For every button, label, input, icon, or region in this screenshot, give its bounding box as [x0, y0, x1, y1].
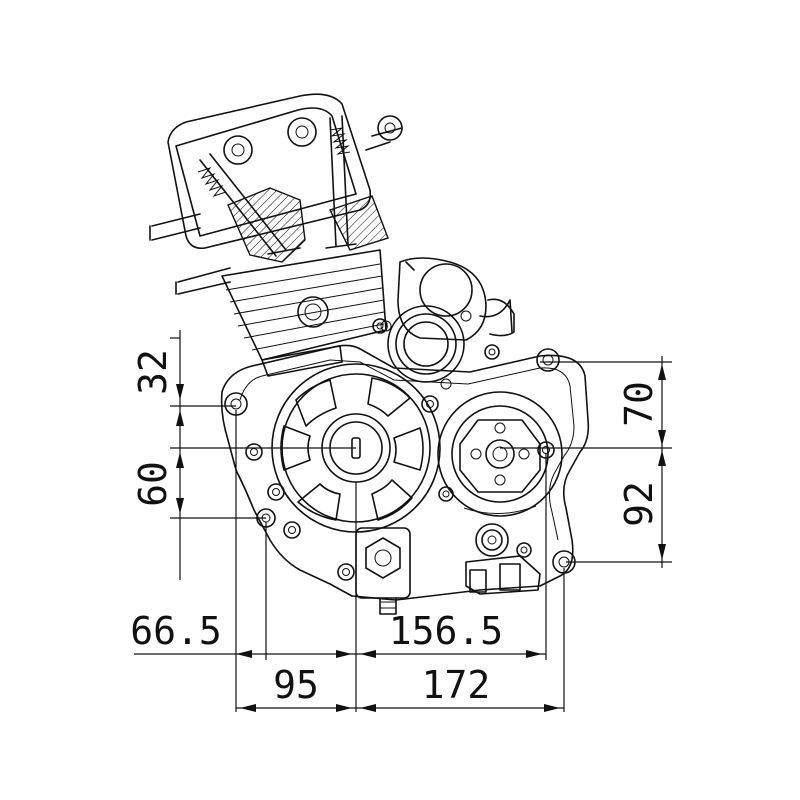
head-lug-top — [377, 115, 403, 141]
dim-label-66-5: 66.5 — [130, 609, 222, 653]
dim-label-92: 92 — [617, 481, 661, 527]
starter-motor — [380, 257, 515, 390]
cam-lobe-right — [287, 117, 317, 147]
cylinder-head — [149, 93, 403, 295]
dim-label-60: 60 — [131, 461, 175, 507]
drain-plug — [355, 527, 411, 615]
dim-label-70: 70 — [617, 381, 661, 427]
clutch-hub — [459, 419, 541, 493]
dimension-lines — [134, 330, 672, 712]
dim-label-156-5: 156.5 — [389, 609, 503, 653]
output-bearing — [465, 523, 541, 595]
crankcase — [220, 318, 590, 601]
valve-right — [329, 115, 349, 247]
dim-label-172: 172 — [422, 663, 491, 707]
dim-label-95: 95 — [273, 663, 319, 707]
cam-lobe-left — [223, 135, 253, 165]
dimension-labels: 32 60 70 92 66.5 156.5 95 172 — [130, 349, 661, 707]
spark-plug-boss — [297, 296, 329, 328]
arrow-60-top — [176, 410, 184, 426]
head-section-hatch-right — [329, 195, 389, 251]
clutch-assembly — [437, 391, 563, 517]
cylinder-fins — [221, 249, 387, 377]
engine-outline — [149, 93, 590, 615]
dim-label-32: 32 — [131, 349, 175, 395]
arrow-32-bottom — [176, 384, 184, 400]
